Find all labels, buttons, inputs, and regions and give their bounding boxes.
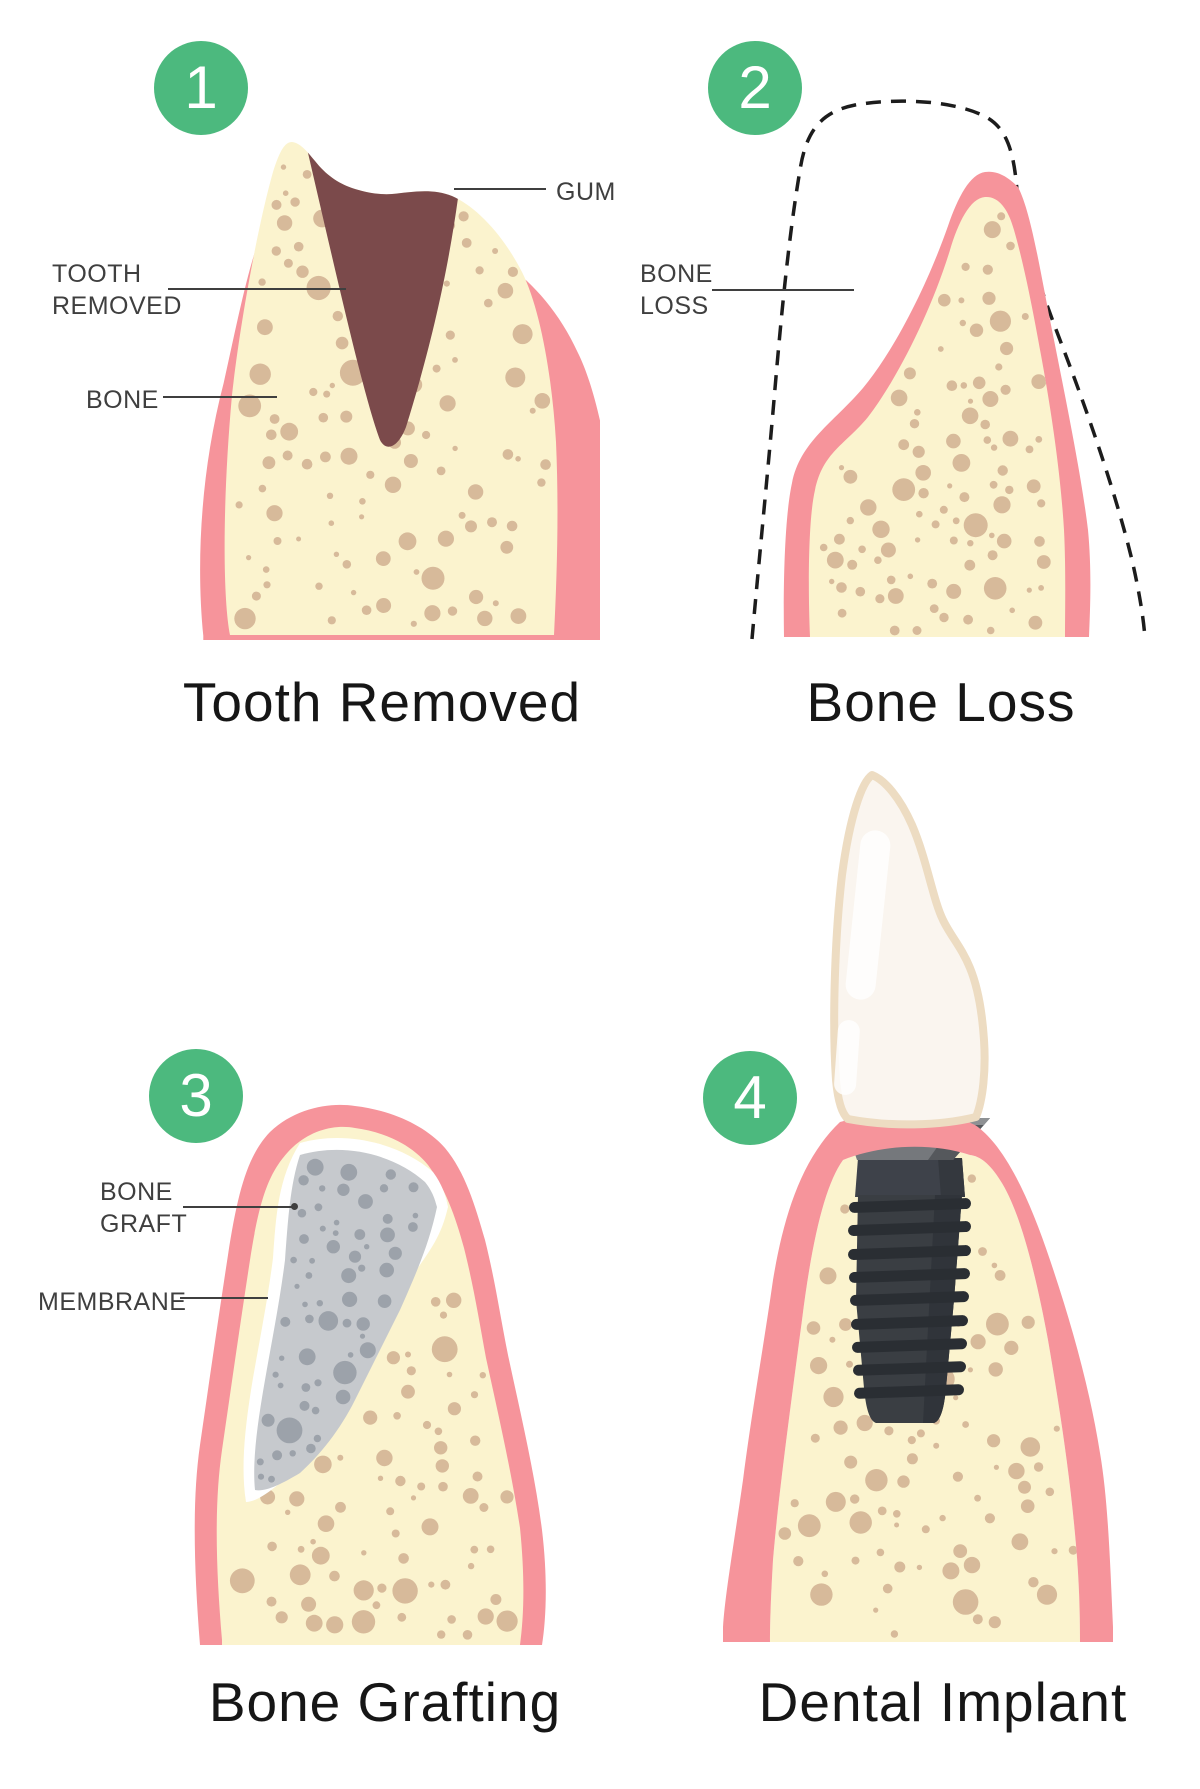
- crown-highlight: [834, 830, 891, 1095]
- implant-threads: [848, 1198, 971, 1399]
- step-4-badge: 4: [703, 1051, 797, 1145]
- bone-speckles-2: [819, 212, 1051, 636]
- panel-3-bone-grafting-illustration: [194, 1104, 546, 1645]
- crown: [830, 771, 989, 1129]
- step-2-badge: 2: [708, 41, 802, 135]
- leader-bone-loss: [712, 289, 854, 291]
- label-bone-graft: BONE GRAFT: [100, 1178, 188, 1238]
- step-4-number: 4: [733, 1064, 767, 1131]
- label-bone-loss: BONE LOSS: [640, 260, 713, 320]
- bone-speckles-1: [234, 164, 551, 630]
- graft-speckles: [256, 1158, 419, 1483]
- leader-gum: [454, 188, 546, 190]
- panel-4-dental-implant-illustration: [723, 771, 1113, 1642]
- step-3-badge: 3: [149, 1049, 243, 1143]
- leader-bone-graft-dot: [291, 1203, 298, 1210]
- step-1-number: 1: [184, 54, 218, 121]
- leader-bone: [163, 396, 277, 398]
- step-1-badge: 1: [154, 41, 248, 135]
- label-membrane: MEMBRANE: [38, 1288, 187, 1316]
- gum-shape-4: [723, 1111, 1113, 1642]
- label-bone: BONE: [86, 386, 159, 414]
- step-2-number: 2: [738, 54, 772, 121]
- step-3-number: 3: [179, 1062, 213, 1129]
- panel-2-bone-loss-illustration: [750, 99, 1147, 640]
- leader-tooth-removed: [168, 288, 346, 290]
- lost-bone-dashed-outline: [750, 99, 1147, 640]
- empty-tooth-socket: [305, 142, 458, 447]
- panel-1-tooth-removed-illustration: [200, 142, 600, 640]
- implant-screw: [848, 1158, 971, 1423]
- caption-bone-grafting: Bone Grafting: [208, 1671, 562, 1733]
- label-gum: GUM: [556, 178, 616, 206]
- leader-membrane: [180, 1297, 268, 1299]
- caption-dental-implant: Dental Implant: [758, 1671, 1128, 1733]
- leader-bone-graft: [183, 1206, 293, 1208]
- caption-tooth-removed: Tooth Removed: [182, 671, 582, 733]
- caption-bone-loss: Bone Loss: [806, 671, 1076, 733]
- label-tooth-removed: TOOTH REMOVED: [52, 260, 182, 320]
- bone-speckles-3: [229, 1292, 518, 1640]
